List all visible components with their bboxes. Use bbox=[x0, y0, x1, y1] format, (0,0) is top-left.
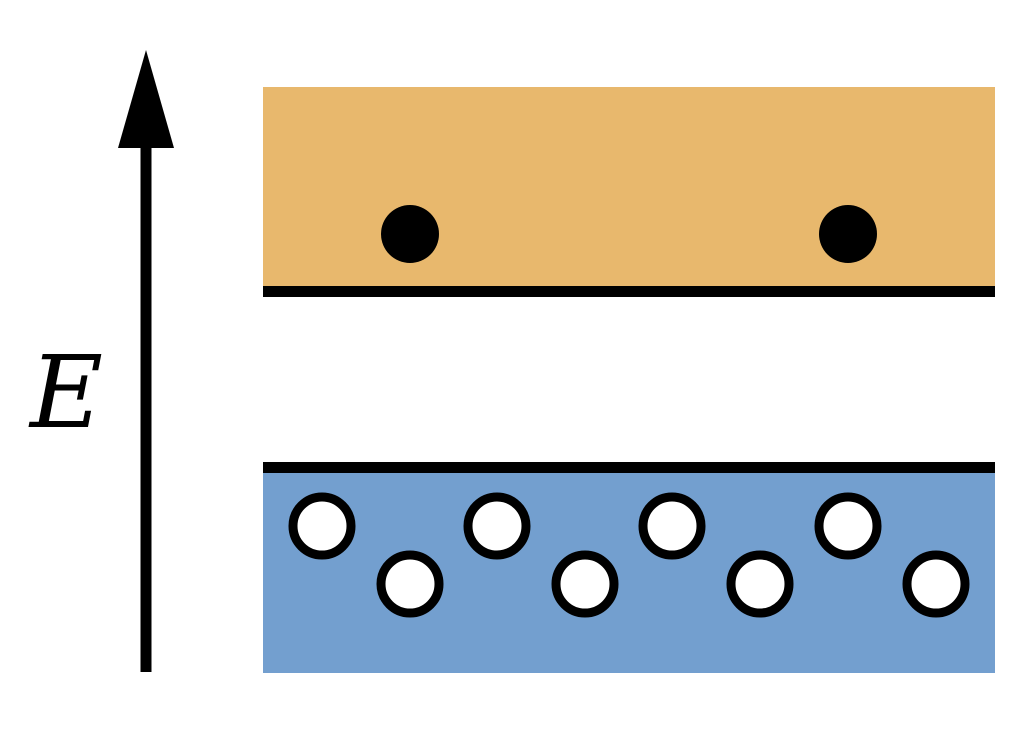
hole bbox=[814, 492, 882, 560]
hole bbox=[288, 492, 356, 560]
electron bbox=[819, 205, 877, 263]
hole bbox=[902, 550, 970, 618]
energy-axis: E bbox=[28, 50, 174, 672]
electrons bbox=[381, 205, 877, 263]
hole bbox=[551, 550, 619, 618]
hole bbox=[376, 550, 444, 618]
energy-axis-label: E bbox=[28, 334, 103, 451]
holes bbox=[288, 492, 970, 618]
valence-band-edge bbox=[263, 462, 995, 473]
hole bbox=[726, 550, 794, 618]
hole bbox=[638, 492, 706, 560]
conduction-band bbox=[263, 87, 995, 297]
hole bbox=[463, 492, 531, 560]
electron bbox=[381, 205, 439, 263]
conduction-band-edge bbox=[263, 286, 995, 297]
valence-band bbox=[263, 462, 995, 673]
valence-band-fill bbox=[263, 468, 995, 673]
conduction-band-fill bbox=[263, 87, 995, 292]
energy-axis-arrowhead bbox=[118, 50, 174, 148]
